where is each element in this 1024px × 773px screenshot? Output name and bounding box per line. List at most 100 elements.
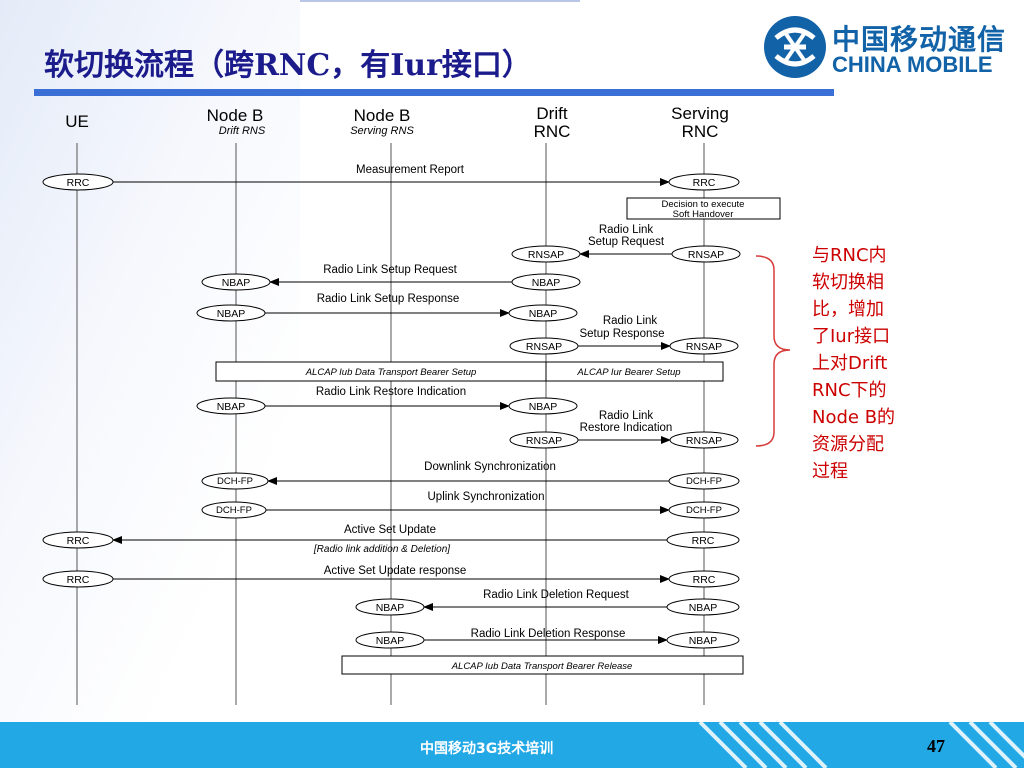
msg-active-set-update-response: Active Set Update response bbox=[324, 565, 467, 577]
oval-dchfp-srnc-2 bbox=[668, 501, 740, 519]
oval-rnsap-drnc-3-label: RNSAP bbox=[526, 435, 562, 447]
top-rule bbox=[300, 0, 580, 2]
decision-box bbox=[626, 197, 781, 220]
msg-rl-setup-request-iur-1: Radio Link bbox=[599, 224, 654, 236]
china-mobile-logo: 中国移动通信 CHINA MOBILE bbox=[762, 14, 1012, 80]
title-underline bbox=[34, 89, 834, 96]
oval-nbap-nodeb-1 bbox=[201, 273, 271, 291]
note-line-6: RNC下的 bbox=[812, 380, 887, 401]
oval-dchfp-srnc-2-label: DCH-FP bbox=[686, 505, 722, 516]
oval-rrc-ue-3-label: RRC bbox=[67, 574, 90, 586]
msg-rl-restore-indication-iur-2: Restore Indication bbox=[580, 422, 673, 434]
node-nodeb-drift-label: Node B bbox=[207, 106, 264, 125]
oval-nbap-nodeb-serving-2-label: NBAP bbox=[376, 635, 405, 647]
msg-rl-restore-indication-iub: Radio Link Restore Indication bbox=[316, 386, 466, 398]
note-line-7: Node B的 bbox=[812, 407, 896, 428]
oval-rrc-ue-3 bbox=[42, 570, 114, 588]
oval-nbap-nodeb-2 bbox=[196, 304, 266, 322]
footer-bar bbox=[0, 720, 1024, 770]
oval-nbap-drnc-3 bbox=[508, 397, 578, 415]
annotation-note: 与RNC内 软切换相 比，增加 了Iur接口 上对Drift RNC下的 Nod… bbox=[812, 242, 930, 485]
oval-dchfp-srnc-1-label: DCH-FP bbox=[686, 476, 722, 487]
oval-rnsap-drnc-1-label: RNSAP bbox=[528, 249, 564, 261]
note-line-1: 与RNC内 bbox=[812, 245, 887, 266]
oval-rrc-srnc-3-label: RRC bbox=[693, 574, 716, 586]
oval-nbap-srnc-5 bbox=[666, 631, 740, 649]
oval-rnsap-srnc-1-label: RNSAP bbox=[688, 249, 724, 261]
oval-rnsap-drnc-2-label: RNSAP bbox=[526, 341, 562, 353]
alcap-release-label: ALCAP Iub Data Transport Bearer Release bbox=[451, 661, 633, 672]
decision-box-line1: Decision to execute bbox=[662, 199, 745, 210]
oval-nbap-drnc-2 bbox=[508, 304, 578, 322]
oval-rnsap-drnc-2 bbox=[509, 337, 579, 355]
oval-rnsap-srnc-1 bbox=[671, 245, 741, 263]
oval-rnsap-srnc-2-label: RNSAP bbox=[686, 341, 722, 353]
oval-rrc-ue-2 bbox=[42, 531, 114, 549]
china-mobile-logo-icon bbox=[764, 16, 826, 78]
oval-rrc-ue-1 bbox=[42, 173, 114, 191]
oval-nbap-srnc-4 bbox=[666, 598, 740, 616]
note-line-5: 上对Drift bbox=[812, 353, 888, 374]
node-serving-rnc-sub: RNC bbox=[682, 122, 719, 141]
note-line-8: 资源分配 bbox=[812, 434, 884, 455]
oval-nbap-drnc-2-label: NBAP bbox=[529, 308, 558, 320]
oval-dchfp-nodeb-1 bbox=[201, 472, 269, 490]
oval-nbap-nodeb-3 bbox=[196, 397, 266, 415]
alcap-setup-box bbox=[215, 361, 724, 382]
slide-title: 软切换流程（跨RNC，有Iur接口） bbox=[44, 48, 532, 83]
msg-active-set-update-qualifier: [Radio link addition & Deletion] bbox=[313, 544, 450, 555]
msg-rl-restore-indication-iur-1: Radio Link bbox=[599, 410, 654, 422]
oval-nbap-nodeb-serving-1 bbox=[355, 598, 425, 616]
msg-active-set-update: Active Set Update bbox=[344, 524, 436, 536]
msg-rl-setup-request-iub: Radio Link Setup Request bbox=[323, 264, 457, 276]
msg-rl-setup-response-iub: Radio Link Setup Response bbox=[317, 293, 460, 305]
oval-nbap-drnc-1 bbox=[511, 273, 581, 291]
note-line-4: 了Iur接口 bbox=[812, 326, 891, 347]
oval-rrc-srnc-2-label: RRC bbox=[692, 535, 715, 547]
oval-rrc-srnc-3 bbox=[668, 570, 740, 588]
oval-rrc-ue-2-label: RRC bbox=[67, 535, 90, 547]
background-gradient bbox=[0, 0, 300, 768]
page-number: 47 bbox=[927, 736, 945, 756]
oval-rnsap-srnc-3 bbox=[669, 431, 739, 449]
oval-nbap-nodeb-serving-2 bbox=[355, 631, 425, 649]
alcap-iur-setup-label: ALCAP Iur Bearer Setup bbox=[576, 367, 680, 378]
oval-dchfp-nodeb-2 bbox=[201, 501, 267, 519]
oval-nbap-drnc-1-label: NBAP bbox=[532, 277, 561, 289]
oval-nbap-nodeb-serving-1-label: NBAP bbox=[376, 602, 405, 614]
alcap-iub-setup-label: ALCAP Iub Data Transport Bearer Setup bbox=[305, 367, 477, 378]
msg-downlink-sync: Downlink Synchronization bbox=[424, 461, 556, 473]
node-ue-label: UE bbox=[65, 112, 89, 131]
oval-nbap-nodeb-1-label: NBAP bbox=[222, 277, 251, 289]
oval-nbap-drnc-3-label: NBAP bbox=[529, 401, 558, 413]
msg-rl-setup-response-iur-1: Radio Link bbox=[603, 315, 658, 327]
node-nodeb-serving-label: Node B bbox=[354, 106, 411, 125]
note-line-2: 软切换相 bbox=[812, 272, 884, 293]
note-brace bbox=[755, 255, 791, 447]
oval-nbap-nodeb-2-label: NBAP bbox=[217, 308, 246, 320]
alcap-release-box bbox=[341, 655, 744, 675]
oval-nbap-srnc-4-label: NBAP bbox=[689, 602, 718, 614]
oval-nbap-nodeb-3-label: NBAP bbox=[217, 401, 246, 413]
oval-rrc-srnc-2 bbox=[666, 531, 740, 549]
oval-dchfp-srnc-1 bbox=[668, 472, 740, 490]
decision-box-line2: Soft Handover bbox=[673, 209, 734, 220]
logo-english-text: CHINA MOBILE bbox=[832, 52, 993, 77]
node-nodeb-drift-sub: Drift RNS bbox=[219, 125, 266, 137]
oval-dchfp-nodeb-1-label: DCH-FP bbox=[217, 476, 253, 487]
msg-rl-deletion-response: Radio Link Deletion Response bbox=[471, 628, 626, 640]
oval-nbap-srnc-5-label: NBAP bbox=[689, 635, 718, 647]
footer-title: 中国移动3G技术培训 bbox=[420, 741, 554, 757]
oval-rnsap-drnc-1 bbox=[511, 245, 581, 263]
node-drift-rnc-label: Drift bbox=[536, 104, 567, 123]
oval-rnsap-srnc-3-label: RNSAP bbox=[686, 435, 722, 447]
note-line-9: 过程 bbox=[812, 461, 848, 482]
oval-rnsap-srnc-2 bbox=[669, 337, 739, 355]
oval-rrc-ue-1-label: RRC bbox=[67, 177, 90, 189]
msg-rl-deletion-request: Radio Link Deletion Request bbox=[483, 589, 630, 601]
footer-stripes bbox=[698, 720, 1024, 770]
msg-measurement-report: Measurement Report bbox=[356, 164, 465, 176]
msg-uplink-sync: Uplink Synchronization bbox=[428, 491, 545, 503]
msg-rl-setup-request-iur-2: Setup Request bbox=[588, 236, 665, 248]
